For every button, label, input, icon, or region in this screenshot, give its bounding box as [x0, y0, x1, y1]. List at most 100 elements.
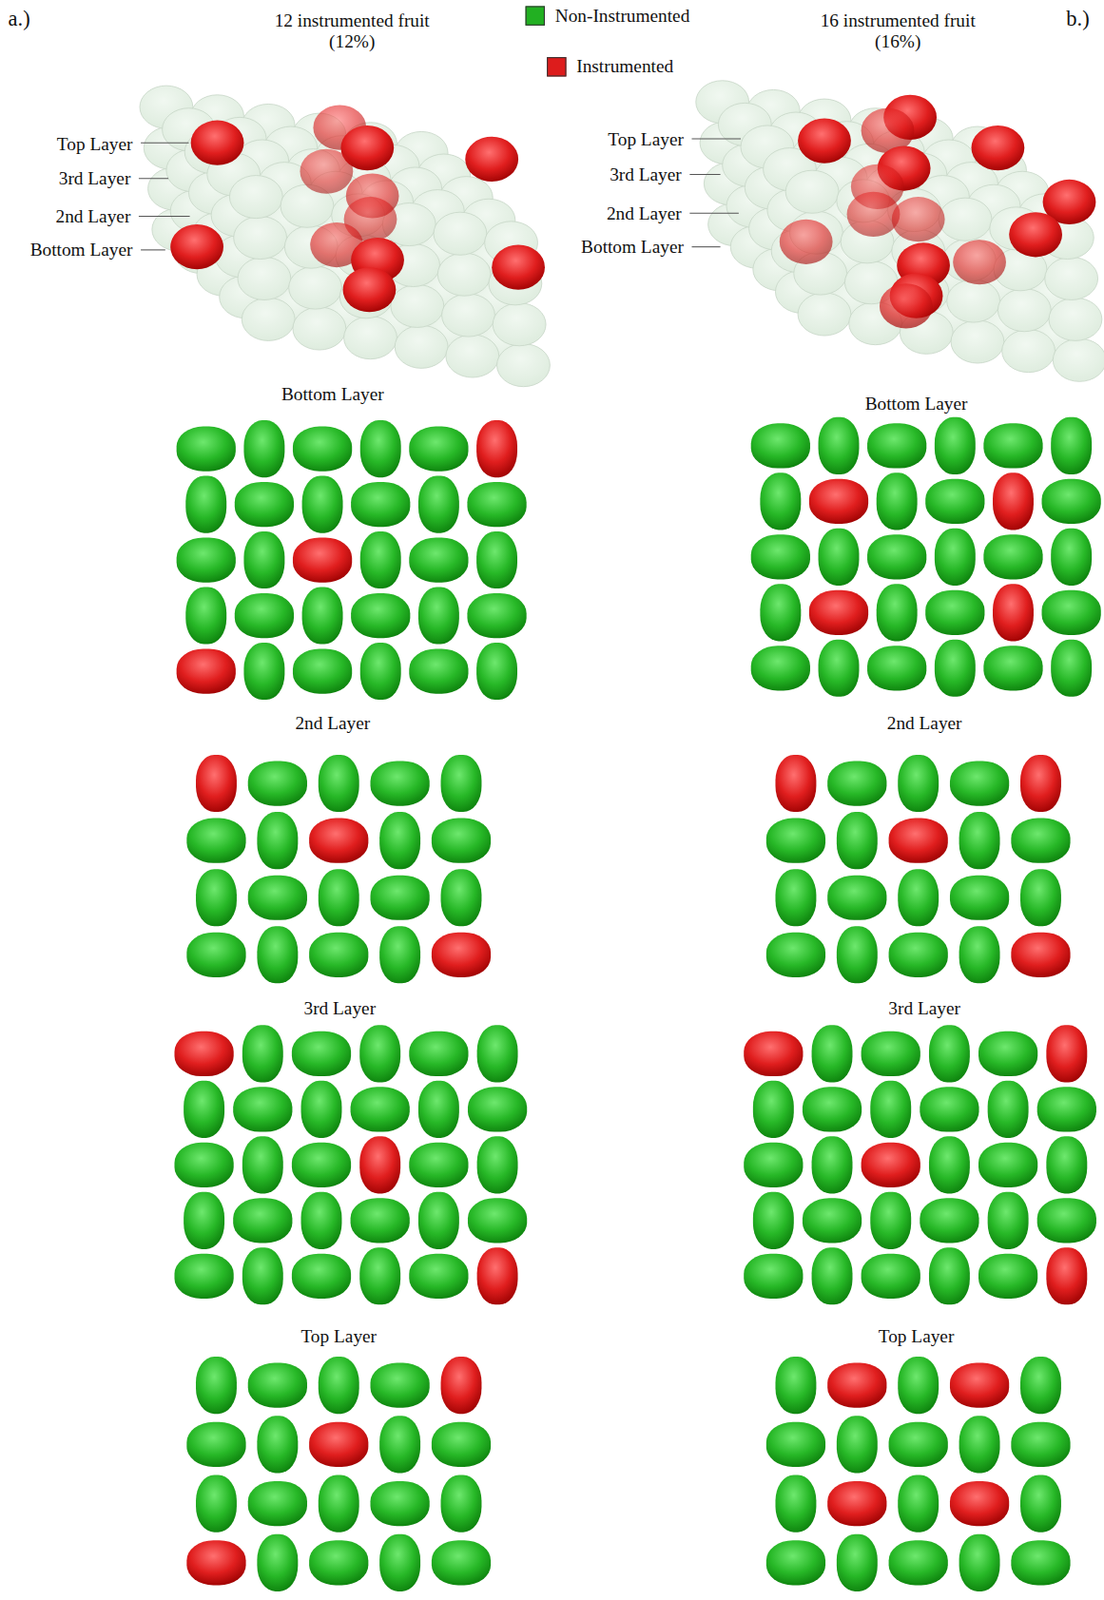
fruit	[861, 1031, 921, 1077]
fruit	[889, 1422, 949, 1468]
fruit	[379, 1415, 421, 1473]
fruit	[812, 1025, 853, 1083]
instrumented-fruit	[952, 239, 1007, 285]
fruit	[408, 426, 468, 472]
fruit-ghost	[997, 289, 1051, 332]
fruit	[248, 760, 308, 806]
fruit	[292, 648, 352, 694]
fruit	[318, 1475, 360, 1533]
fruit	[751, 423, 811, 468]
fruit	[360, 531, 402, 589]
instrumented-fruit	[170, 224, 224, 270]
fruit	[441, 869, 483, 927]
fruit	[256, 1534, 298, 1592]
fruit	[360, 420, 402, 478]
fruit	[925, 590, 985, 636]
instrumented-fruit	[949, 1363, 1009, 1409]
fruit	[418, 1192, 460, 1250]
fruit	[369, 1481, 429, 1527]
fruit	[1045, 1136, 1087, 1194]
layer-label: Top Layer	[878, 1326, 955, 1348]
instrumented-fruit	[476, 420, 518, 478]
fruit	[408, 537, 468, 582]
fruit	[759, 583, 801, 641]
fruit	[408, 1031, 468, 1077]
fruit-ghost	[289, 266, 343, 310]
fruit	[418, 587, 460, 645]
fruit	[431, 1540, 491, 1586]
fruit	[232, 1086, 292, 1132]
panel-letter: a.)	[8, 5, 31, 31]
layer-label: Bottom Layer	[30, 239, 134, 261]
instrumented-fruit	[889, 818, 949, 864]
instrumented-fruit	[827, 1363, 887, 1409]
layer-label: 2nd Layer	[294, 713, 370, 735]
instrumented-fruit	[809, 590, 869, 636]
fruit	[379, 812, 421, 870]
fruit	[1020, 1356, 1062, 1414]
fruit-ghost	[797, 292, 852, 336]
fruit	[369, 875, 429, 921]
fruit	[195, 1475, 237, 1533]
fruit	[195, 869, 237, 927]
fruit	[301, 1081, 343, 1139]
fruit-ghost	[344, 316, 398, 360]
instrumented-fruit	[809, 479, 869, 524]
fruit	[174, 1254, 233, 1299]
fruit	[309, 932, 368, 978]
fruit	[1020, 1475, 1062, 1533]
pallet-3d-view	[696, 80, 1104, 383]
fruit-layer	[186, 1356, 491, 1592]
instrumented-fruit	[195, 755, 237, 813]
layer-label: 3rd Layer	[304, 997, 377, 1019]
fruit	[743, 1142, 803, 1188]
fruit	[350, 1198, 410, 1243]
legend-text: Non-Instrumented	[555, 4, 691, 26]
fruit	[369, 760, 429, 806]
instrumented-fruit	[1045, 1247, 1087, 1305]
fruit	[753, 1081, 795, 1139]
instrumented-fruit	[174, 1031, 233, 1077]
fruit	[959, 1534, 1001, 1592]
fruit-ghost	[492, 303, 546, 347]
fruit-ghost	[442, 293, 496, 337]
fruit	[766, 818, 826, 864]
fruit	[467, 1086, 527, 1132]
instrumented-3d	[779, 95, 1097, 330]
fruit	[751, 645, 811, 691]
fruit	[318, 1356, 360, 1414]
legend-swatch	[546, 57, 566, 77]
instrumented-fruit	[1020, 755, 1062, 813]
fruit	[431, 1422, 491, 1468]
layer-label: Bottom Layer	[865, 393, 969, 415]
fruit	[243, 531, 285, 589]
fruit-ghost	[229, 175, 283, 219]
fruit	[818, 417, 860, 475]
fruit-layer	[766, 1356, 1071, 1592]
fruit	[256, 926, 298, 984]
fruit-ghost	[1045, 256, 1099, 300]
fruit	[774, 869, 816, 927]
fruit	[418, 476, 460, 534]
instrumented-fruit	[797, 117, 852, 163]
fruit	[292, 426, 352, 472]
fruit	[978, 1254, 1038, 1299]
fruit	[243, 642, 285, 700]
fruit-layer	[186, 755, 491, 984]
instrumented-fruit	[827, 1481, 887, 1527]
instrumented-fruit	[441, 1356, 483, 1414]
fruit	[743, 1254, 803, 1299]
leader-lines	[138, 138, 741, 251]
fruit	[350, 482, 410, 527]
instrumented-fruit	[949, 1481, 1009, 1527]
fruit	[232, 1198, 292, 1243]
layer-label: Top Layer	[57, 133, 134, 155]
fruit	[802, 1198, 862, 1243]
fruit	[243, 420, 285, 478]
fruit	[925, 479, 985, 524]
fruit	[983, 645, 1043, 691]
fruit	[359, 1247, 401, 1305]
fruit	[867, 534, 927, 580]
fruit-ghost	[497, 344, 551, 388]
fruit	[766, 932, 826, 978]
